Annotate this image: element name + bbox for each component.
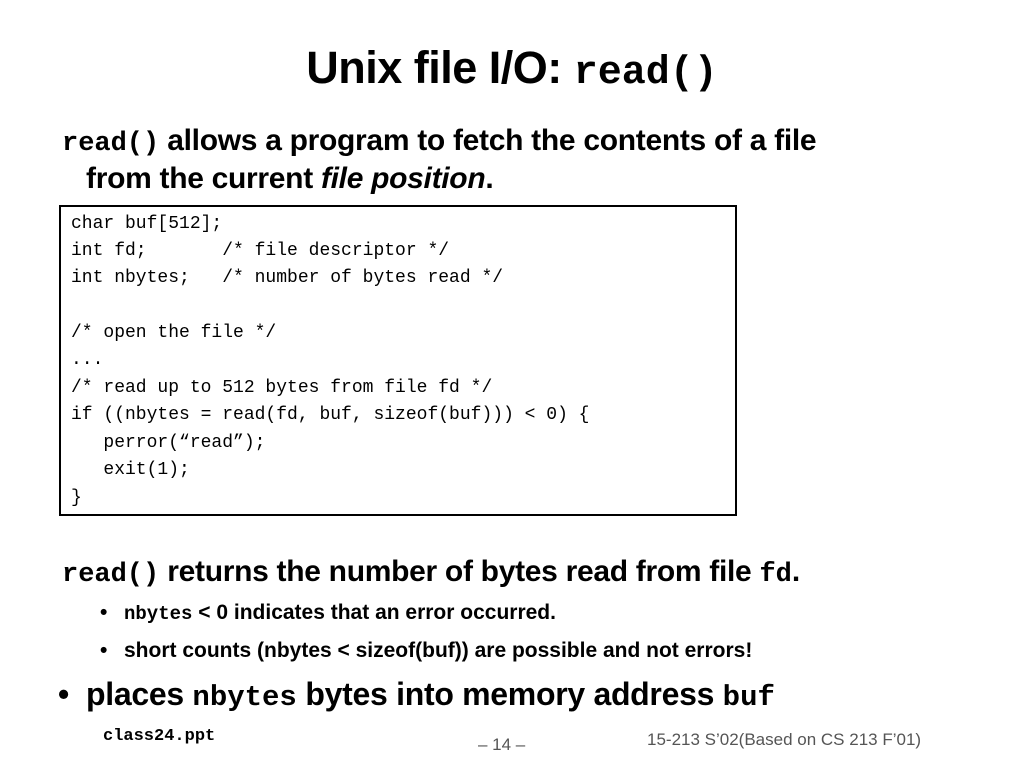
code-line: perror(“read”); (71, 433, 266, 453)
returns-code2: fd (759, 560, 792, 590)
code-line: exit(1); (71, 460, 190, 480)
code-line: } (71, 488, 82, 508)
title-text: Unix file I/O: (306, 42, 574, 93)
intro-line-2: from the current file position. (86, 162, 494, 196)
returns-code: read() (62, 560, 160, 590)
intro-text-1: allows a program to fetch the contents o… (159, 124, 817, 157)
code-line: /* read up to 512 bytes from file fd */ (71, 378, 493, 398)
code-line: char buf[512]; (71, 214, 223, 234)
title-code: read() (573, 51, 718, 96)
places-line: • places nbytes bytes into memory address… (58, 676, 775, 714)
slide-title: Unix file I/O: read() (0, 42, 1024, 100)
returns-line: read() returns the number of bytes read … (62, 555, 800, 590)
bullet-icon: • (100, 601, 108, 624)
sub-bullet-2: • short counts (nbytes < sizeof(buf)) are… (100, 639, 753, 663)
code-line: int fd; /* file descriptor */ (71, 241, 450, 261)
places-text-2: bytes into memory address (296, 676, 723, 712)
bullet-icon: • (100, 639, 108, 662)
intro-code: read() (62, 129, 160, 159)
intro-line-1: read() allows a program to fetch the con… (62, 124, 817, 159)
intro-text-2-italic: file position (320, 162, 486, 195)
sub-bullet-2-text: short counts (nbytes < sizeof(buf)) are … (124, 639, 753, 662)
footer-course: 15-213 S’02(Based on CS 213 F’01) (647, 730, 922, 749)
bullet-icon: • (58, 676, 69, 712)
places-text-1: places (86, 676, 193, 712)
code-line: /* open the file */ (71, 323, 277, 343)
footer-page-number: – 14 – (478, 735, 526, 754)
intro-text-2-start: from the current (86, 162, 321, 195)
sub-bullet-1-text: < 0 indicates that an error occurred. (192, 601, 556, 624)
footer-filename: class24.ppt (103, 727, 216, 746)
code-box: char buf[512]; int fd; /* file descripto… (59, 205, 737, 516)
code-line: if ((nbytes = read(fd, buf, sizeof(buf))… (71, 405, 590, 425)
places-code-1: nbytes (192, 681, 297, 714)
intro-text-2-end: . (485, 162, 494, 195)
places-code-2: buf (722, 681, 775, 714)
sub-bullet-1-code: nbytes (124, 603, 193, 625)
code-line: int nbytes; /* number of bytes read */ (71, 268, 504, 288)
returns-end: . (791, 555, 800, 588)
returns-text: returns the number of bytes read from fi… (159, 555, 760, 588)
sub-bullet-1: • nbytes < 0 indicates that an error occu… (100, 601, 556, 625)
code-line: ... (71, 350, 104, 370)
